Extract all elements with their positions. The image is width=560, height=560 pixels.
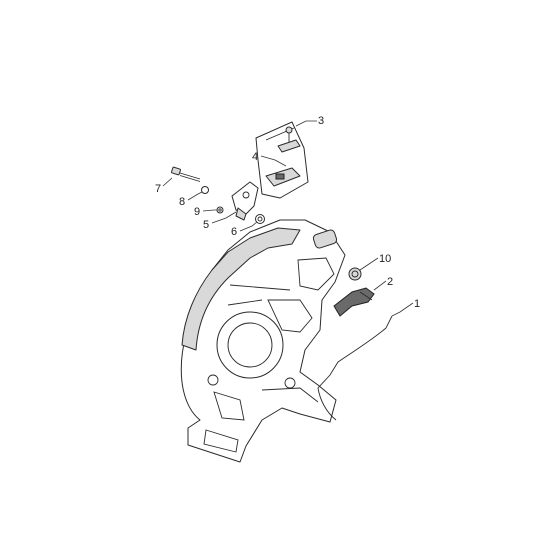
stop-switch: [265, 139, 301, 187]
leader-lines: [162, 120, 414, 317]
throttle-lever: [333, 287, 375, 317]
cover-plate: [255, 121, 309, 199]
washer-large: [255, 214, 265, 224]
leader-1: [391, 302, 414, 317]
callout-8: 8: [179, 196, 185, 208]
nut: [348, 267, 362, 281]
callout-1: 1: [414, 298, 420, 310]
cover-screw: [285, 126, 293, 144]
bolt: [171, 166, 201, 182]
main-frame-housing: [180, 219, 346, 463]
callout-2: 2: [387, 276, 393, 288]
throttle-rod: [317, 315, 393, 421]
callout-3: 3: [318, 115, 324, 127]
leader-5: [211, 211, 237, 224]
leader-10: [359, 257, 379, 271]
callout-labels: 1 2 3 4 5 6 7 8 9 10: [155, 115, 420, 310]
callout-5: 5: [203, 219, 209, 231]
leader-2: [373, 280, 387, 291]
leader-3: [295, 120, 317, 127]
washer-small: [216, 206, 224, 214]
callout-10: 10: [379, 253, 391, 265]
callout-4: 4: [252, 151, 258, 163]
callout-9: 9: [194, 206, 200, 218]
leader-8: [187, 191, 203, 201]
spacer: [201, 186, 209, 194]
leader-4: [260, 155, 287, 167]
leader-6: [239, 221, 258, 232]
bracket: [231, 181, 259, 221]
callout-7: 7: [155, 183, 161, 195]
leader-7: [162, 177, 173, 187]
leader-9: [202, 209, 217, 212]
callout-6: 6: [231, 226, 237, 238]
